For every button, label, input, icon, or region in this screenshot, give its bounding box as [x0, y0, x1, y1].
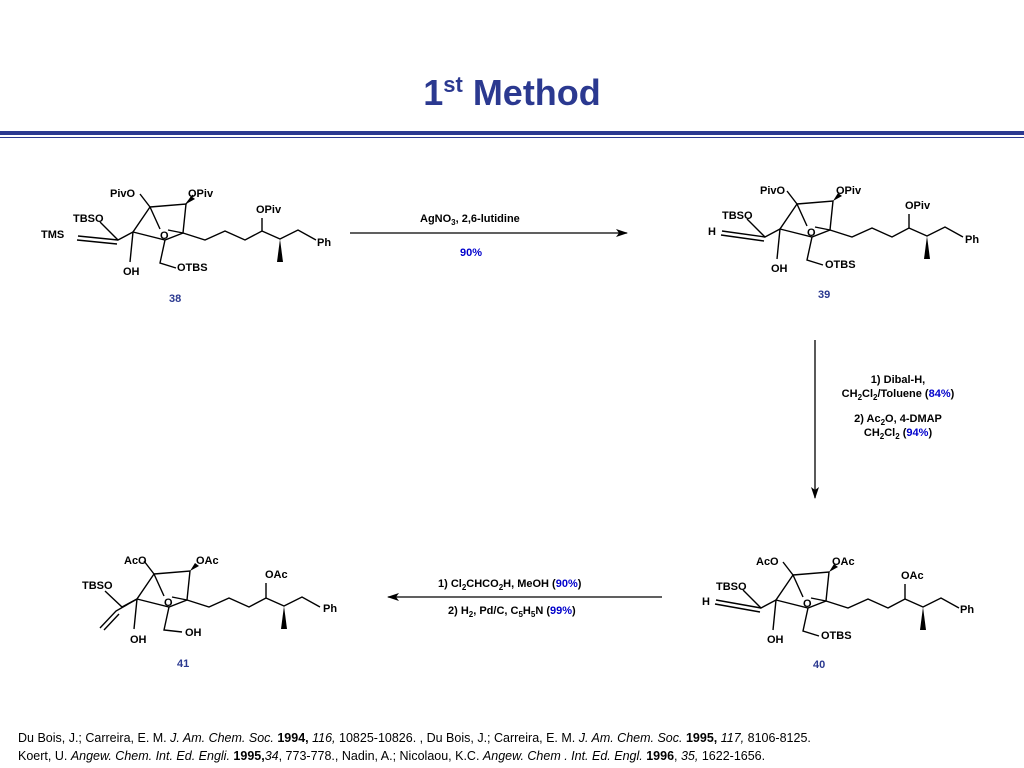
- compound-41-number: 41: [177, 658, 189, 670]
- ref3-authors: Koert, U.: [18, 749, 68, 763]
- compound-40: AcO OAc OAc TBSO H O OH OTBS Ph 40: [702, 556, 974, 671]
- c38-tbso-label: TBSO: [73, 213, 104, 225]
- title-number: 1: [423, 72, 444, 113]
- c40-h-label: H: [702, 596, 710, 608]
- c40-aco-label: AcO: [756, 556, 779, 568]
- c38-otbs-label: OTBS: [177, 262, 208, 274]
- ref1-volume: 116,: [312, 731, 336, 745]
- step2-line-1: 1) Dibal-H,: [871, 374, 925, 386]
- ref2-journal: J. Am. Chem. Soc.: [578, 731, 683, 745]
- c41-oac-label-2: OAc: [265, 569, 288, 581]
- compound-39-number: 39: [818, 289, 830, 301]
- c39-opiv-label-2: OPiv: [905, 200, 931, 212]
- c40-otbs-label: OTBS: [821, 630, 852, 642]
- c39-opiv-label-1: OPiv: [836, 185, 862, 197]
- c39-oh-label: OH: [771, 263, 788, 275]
- ref4-authors: Nadin, A.; Nicolaou, K.C.: [341, 749, 480, 763]
- c40-oac-label-1: OAc: [832, 556, 855, 568]
- c38-o-label: O: [160, 230, 169, 242]
- title-rule: [0, 131, 1024, 135]
- ref3-year: 1995,: [233, 749, 265, 763]
- title-rule-thin: [0, 137, 1024, 138]
- ref4-pages: 1622-1656.: [701, 749, 766, 763]
- c39-ph-label: Ph: [965, 234, 979, 246]
- c38-ph-label: Ph: [317, 237, 331, 249]
- c40-ph-label: Ph: [960, 604, 974, 616]
- ref4-journal: Angew. Chem . Int. Ed. Engl.: [482, 749, 643, 763]
- references: Du Bois, J.; Carreira, E. M. J. Am. Chem…: [18, 729, 1018, 765]
- compound-40-number: 40: [813, 659, 825, 671]
- ref4-volume: 35,: [680, 749, 699, 763]
- ref1-journal: J. Am. Chem. Soc.: [170, 731, 274, 745]
- ref2-volume: 117,: [720, 731, 745, 745]
- ref4-year: 1996: [646, 749, 675, 763]
- c41-ph-label: Ph: [323, 603, 337, 615]
- ref1-year: 1994,: [277, 731, 309, 745]
- ref2-pages: 8106-8125.: [747, 731, 811, 745]
- c38-oh-label: OH: [123, 266, 140, 278]
- compound-41: AcO OAc OAc TBSO O OH OH Ph 41: [82, 555, 337, 670]
- ref2-year: 1995,: [685, 731, 718, 745]
- compound-38: PivO OPiv OPiv TBSO TMS O OH OTBS Ph 38: [41, 188, 331, 305]
- step2-line-3: 2) Ac2O, 4-DMAP: [854, 413, 942, 427]
- step3-line-1: 1) Cl2CHCO2H, MeOH (90%): [438, 578, 582, 592]
- ref3-pages: , 773-778.,: [278, 749, 339, 763]
- c39-otbs-label: OTBS: [825, 259, 856, 271]
- c39-o-label: O: [807, 227, 816, 239]
- step3-conditions: 1) Cl2CHCO2H, MeOH (90%) 2) H2, Pd/C, C5…: [438, 578, 582, 619]
- title-text: Method: [472, 72, 601, 113]
- page-title: 1st Method: [0, 72, 1024, 114]
- c40-tbso-label: TBSO: [716, 581, 747, 593]
- step3-line-2: 2) H2, Pd/C, C5H5N (99%): [448, 605, 576, 619]
- compound-38-number: 38: [169, 293, 181, 305]
- c40-oac-label-2: OAc: [901, 570, 924, 582]
- step1-reagents: AgNO3, 2,6-lutidine: [420, 213, 520, 227]
- step2-line-2: CH2Cl2/Toluene (84%): [842, 388, 955, 402]
- c40-o-label: O: [803, 598, 812, 610]
- step2-line-4: CH2Cl2 (94%): [864, 427, 933, 441]
- c40-oh-label: OH: [767, 634, 784, 646]
- ref1-authors: Du Bois, J.; Carreira, E. M.: [18, 731, 167, 745]
- c41-oh-label-1: OH: [130, 634, 147, 646]
- c41-o-label: O: [164, 597, 173, 609]
- ref1-pages: 10825-10826. ,: [339, 731, 424, 745]
- c39-tbso-label: TBSO: [722, 210, 753, 222]
- c41-aco-label: AcO: [124, 555, 147, 567]
- c38-tms-label: TMS: [41, 229, 64, 241]
- c39-h-label: H: [708, 226, 716, 238]
- step1-yield: 90%: [460, 247, 482, 259]
- c41-oac-label-1: OAc: [196, 555, 219, 567]
- step2-conditions: 1) Dibal-H, CH2Cl2/Toluene (84%) 2) Ac2O…: [842, 374, 955, 441]
- ref3-journal: Angew. Chem. Int. Ed. Engli.: [70, 749, 230, 763]
- ref3-volume: 34: [264, 749, 279, 763]
- reference-line-1: Du Bois, J.; Carreira, E. M. J. Am. Chem…: [18, 729, 1018, 747]
- c38-opiv-label-1: OPiv: [188, 188, 214, 200]
- title-superscript: st: [443, 72, 463, 97]
- ref2-authors: Du Bois, J.; Carreira, E. M.: [426, 731, 576, 745]
- c41-oh-label-2: OH: [185, 627, 202, 639]
- c39-pivo-label: PivO: [760, 185, 786, 197]
- c38-pivo-label: PivO: [110, 188, 136, 200]
- reference-line-2: Koert, U. Angew. Chem. Int. Ed. Engli. 1…: [18, 749, 766, 763]
- c41-tbso-label: TBSO: [82, 580, 113, 592]
- c38-opiv-label-2: OPiv: [256, 204, 282, 216]
- compound-39: PivO OPiv OPiv TBSO H O OH OTBS Ph 39: [708, 185, 979, 301]
